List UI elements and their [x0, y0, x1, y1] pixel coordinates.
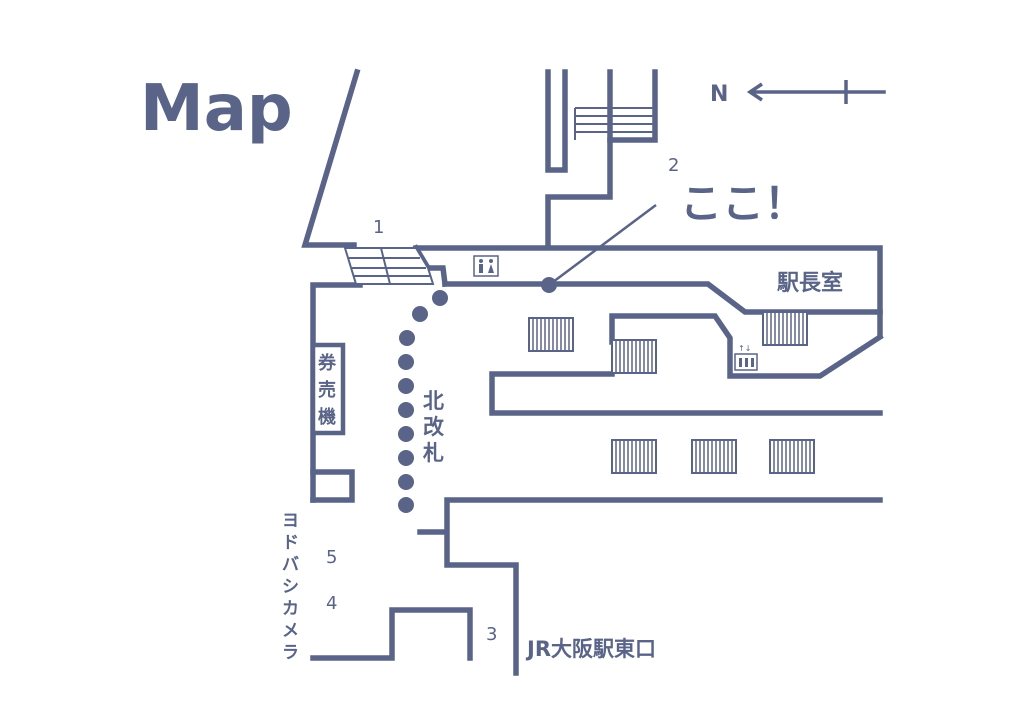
compass-arrow-head-icon [746, 82, 763, 102]
ticket-gate-dot [398, 450, 414, 466]
platform-stair-block-outline [762, 311, 808, 346]
yodobashi-char-5: カ [282, 599, 299, 619]
yodobashi-label: ヨ ド バ シ カ メ ラ [282, 511, 299, 663]
yodobashi-char-2: ド [282, 533, 299, 553]
stairs-1-divider [380, 247, 391, 285]
exit-3-number: 3 [486, 624, 497, 645]
wall-concourse-north [489, 371, 883, 416]
elevator-icon-person [739, 358, 742, 367]
restroom-icon-woman-head [489, 259, 493, 263]
jr-osaka-east-exit-label: JR大阪駅東口 [525, 637, 656, 661]
ticket-machines: 券 売 機 [310, 342, 346, 436]
north-gate-char-2: 改 [423, 415, 445, 439]
wall-concourse-south [444, 497, 883, 676]
platform-stairs [528, 311, 815, 474]
restroom-icon-man-body [479, 264, 483, 273]
elevator-icon: ↑↓ [734, 344, 758, 371]
platform-stair-block [769, 439, 815, 474]
yodobashi-char-3: バ [282, 555, 299, 575]
platform-stair-block [611, 339, 657, 374]
yodobashi-char-7: ラ [282, 643, 299, 663]
compass: N [710, 80, 886, 107]
yodobashi-char-1: ヨ [282, 511, 299, 531]
stairs-1: 1 [343, 217, 435, 285]
ticket-gate-dot [399, 330, 415, 346]
here-marker-leader-line [548, 203, 657, 287]
restroom-icon-woman-body [488, 264, 494, 273]
platform-stair-block [528, 317, 574, 352]
ticket-gate-dot [398, 474, 414, 490]
compass-north-label: N [710, 82, 728, 107]
wall-corridor-lower [442, 281, 883, 315]
ticket-machines-box [310, 342, 346, 436]
exit-5-number: 5 [326, 547, 337, 568]
wall-stair-shaft-right [607, 69, 658, 143]
here-marker: 2 ここ！ [541, 155, 806, 293]
ticket-gate-dot [398, 402, 414, 418]
platform-stair-block-outline [611, 339, 657, 374]
elevator-arrows: ↑↓ [738, 344, 751, 353]
wall-northwest-diagonal [301, 68, 361, 248]
wall-east-platform [609, 313, 884, 379]
ticket-gate-dot [398, 354, 414, 370]
platform-stair-block-outline [769, 439, 815, 474]
platform-stair-block [691, 439, 737, 474]
elevator-icon-person [751, 358, 754, 367]
restroom-icon-man-head [479, 259, 483, 263]
here-label: ここ！ [680, 179, 806, 228]
ticket-gate-dot [398, 497, 414, 513]
north-gate-label: 北 改 札 [422, 389, 445, 465]
wall-north-corridor-top [413, 245, 883, 338]
restroom-icon [473, 255, 499, 277]
elevator-icon-person [745, 358, 748, 367]
stairs-2 [574, 107, 655, 140]
wall-exit-3-block [310, 607, 473, 661]
yodobashi-char-6: メ [282, 621, 299, 641]
platform-stair-block [762, 311, 808, 346]
wall-stair-shaft-left [545, 69, 568, 173]
map-title: Map [140, 72, 293, 146]
ticket-gate-dot [398, 378, 414, 394]
ticket-gate-dot [412, 306, 428, 322]
ticket-gate-dot [432, 290, 448, 306]
walls-lower [310, 469, 883, 676]
yodobashi-char-4: シ [282, 577, 299, 597]
north-gate-char-1: 北 [423, 389, 444, 413]
wall-ticket-lower [310, 469, 355, 503]
north-gate-char-3: 札 [422, 441, 444, 465]
station-master-label: 駅長室 [777, 270, 843, 296]
ticket-machines-char-1: 券 [317, 352, 337, 374]
north-gate-dots [398, 290, 448, 513]
exit-4-number: 4 [326, 593, 337, 614]
ticket-gate-dot [398, 426, 414, 442]
ticket-machines-char-3: 機 [318, 406, 336, 428]
here-marker-dot [541, 277, 557, 293]
wall-stair-shaft-mid [545, 69, 613, 248]
stairs-1-number: 1 [373, 217, 384, 238]
here-marker-number: 2 [668, 155, 679, 176]
restroom-icon-frame [473, 255, 499, 277]
platform-stair-block [611, 439, 657, 474]
platform-stair-block-outline [528, 317, 574, 352]
walls-upper [301, 68, 884, 503]
platform-stair-block-outline [691, 439, 737, 474]
ticket-machines-char-2: 売 [318, 379, 336, 401]
platform-stair-block-outline [611, 439, 657, 474]
